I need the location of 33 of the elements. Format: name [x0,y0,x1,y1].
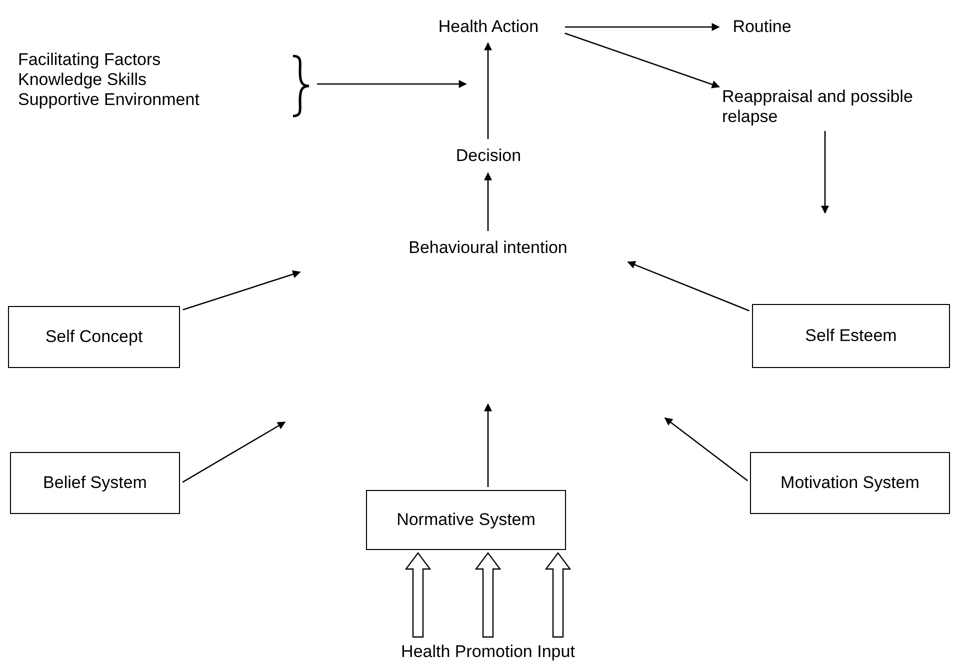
node-label: Motivation System [780,473,920,493]
arrow [664,417,748,482]
node-label: Decision [456,146,522,166]
arrow [484,42,492,139]
node-label: Health Promotion Input [401,642,575,662]
arrow [484,172,492,231]
arrow [182,421,286,483]
node-label: Self Concept [45,327,143,347]
arrow [182,270,301,310]
node-label: Reappraisal and possible relapse [722,87,914,127]
arrow [564,32,720,88]
factor-label: Facilitating Factors [18,50,161,70]
arrow [821,131,829,214]
hollow-arrow [404,552,432,638]
node-label: Normative System [396,510,536,530]
process-box [366,490,566,550]
hollow-arrow [544,552,572,638]
factor-label: Supportive Environment [18,90,200,110]
process-box [10,452,180,514]
factor-label: Knowledge Skills [18,70,147,90]
node-label: Routine [732,17,792,37]
process-box [8,306,180,368]
process-box [752,304,950,368]
node-label: Belief System [43,473,147,493]
node-label: Health Action [438,17,539,37]
arrow [484,403,492,487]
hollow-arrow [474,552,502,638]
node-label: Self Esteem [805,326,897,346]
arrow [627,260,750,312]
node-label: Behavioural intention [408,238,568,258]
arrow [317,80,467,88]
arrow [565,23,720,31]
process-box [750,452,950,514]
